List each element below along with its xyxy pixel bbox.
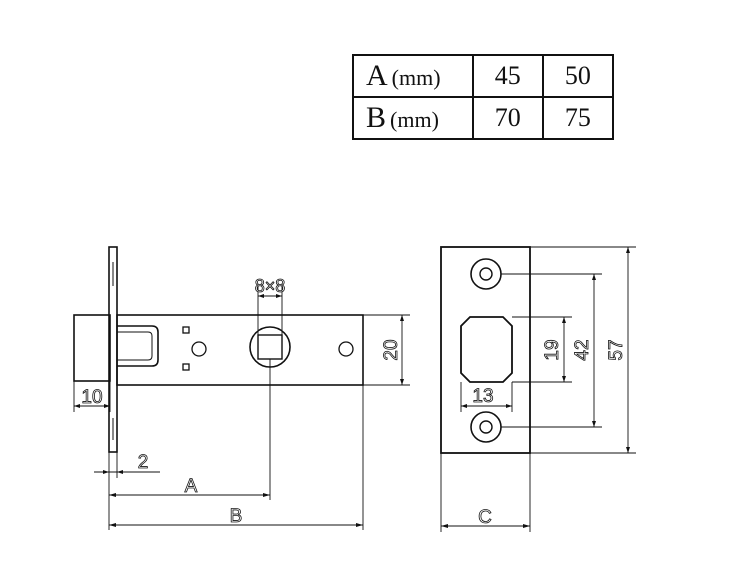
screw-hole-bottom bbox=[470, 411, 502, 443]
screw-hole-top bbox=[470, 258, 502, 290]
latch-bolt bbox=[73, 314, 111, 382]
table-cell: 45 bbox=[471, 54, 544, 98]
row-header: B(mm) bbox=[352, 96, 474, 140]
row-header: A(mm) bbox=[352, 54, 474, 98]
fixing-hole bbox=[338, 341, 354, 357]
latch-opening bbox=[460, 316, 513, 383]
spindle-square bbox=[257, 334, 283, 360]
latch-case bbox=[116, 314, 364, 386]
dim-label-8x8: 8×8 bbox=[255, 276, 286, 296]
table-cell: 50 bbox=[541, 54, 615, 98]
table-cell: 75 bbox=[541, 96, 615, 140]
small-square bbox=[182, 363, 190, 371]
row-unit: (mm) bbox=[390, 107, 439, 132]
small-hole bbox=[191, 341, 207, 357]
strike-plate bbox=[440, 246, 636, 532]
table-cell: 70 bbox=[471, 96, 544, 140]
dim-label-B: B bbox=[230, 506, 243, 527]
dim-label-19: 19 bbox=[542, 339, 563, 360]
row-unit: (mm) bbox=[391, 65, 441, 90]
latch-body bbox=[73, 246, 410, 530]
dim-label-2: 2 bbox=[138, 452, 149, 473]
dim-label-57: 57 bbox=[606, 339, 627, 360]
dimension-table: A(mm) 45 50 B(mm) 70 75 bbox=[352, 54, 615, 140]
dim-label-10: 10 bbox=[81, 387, 102, 408]
row-label: B bbox=[366, 101, 387, 134]
dim-label-A: A bbox=[185, 476, 198, 497]
row-label: A bbox=[366, 59, 388, 92]
dim-label-42: 42 bbox=[572, 339, 593, 360]
table-row: A(mm) 45 50 bbox=[352, 54, 615, 98]
dim-label-C: C bbox=[478, 507, 492, 528]
strike-plate-outline bbox=[440, 246, 531, 454]
small-square bbox=[182, 326, 190, 334]
dim-label-20: 20 bbox=[381, 339, 402, 360]
dim-label-13: 13 bbox=[472, 386, 493, 407]
table-row: B(mm) 70 75 bbox=[352, 96, 615, 140]
